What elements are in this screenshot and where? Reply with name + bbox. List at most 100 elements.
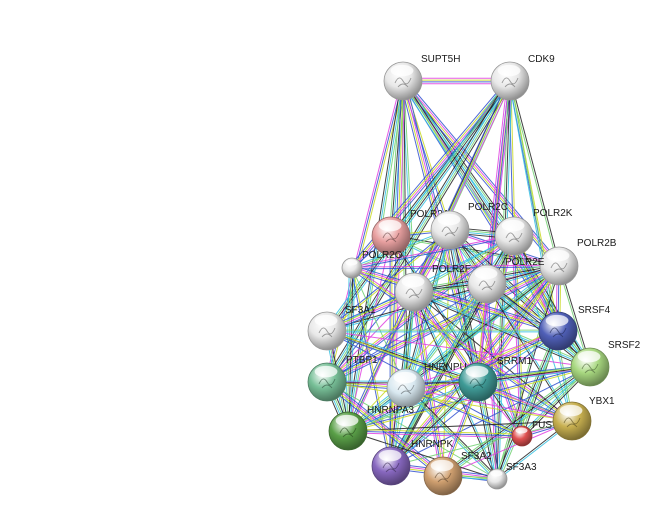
edge-polr2g-hnrnpa3 bbox=[346, 267, 352, 431]
edge-ptbp1-ybx1 bbox=[326, 381, 573, 422]
edge-cdk9-ybx1 bbox=[510, 80, 574, 421]
edge-polr2b-ptbp1 bbox=[327, 266, 560, 384]
node-highlight bbox=[501, 219, 525, 232]
node-label: HNRNPK bbox=[411, 439, 454, 450]
edge-hnrnpa3-fus bbox=[347, 432, 522, 439]
edge-polr2g-hnrnpa3 bbox=[350, 268, 356, 432]
edge-srsf4-sf3a3 bbox=[497, 331, 560, 480]
node-label: SF3A2 bbox=[461, 451, 492, 462]
edge-cdk9-sf3a1 bbox=[328, 82, 513, 333]
node-ptbp1[interactable]: PTBP1 bbox=[307, 355, 378, 402]
node-hnrnpu[interactable]: HNRNPU bbox=[386, 362, 467, 408]
node-highlight bbox=[515, 427, 528, 434]
edge-srrm1-hnrnpa3 bbox=[348, 382, 479, 433]
edge-ybx1-hnrnpk bbox=[390, 420, 573, 467]
edge-srrm1-hnrnpk bbox=[390, 381, 479, 467]
edge-supt5h-hnrnpa3 bbox=[347, 80, 404, 432]
node-highlight bbox=[390, 64, 414, 77]
node-highlight bbox=[378, 219, 402, 232]
edge-polr2f-srsf2 bbox=[413, 291, 591, 368]
edge-ptbp1-sf3a3 bbox=[326, 381, 498, 480]
edge-cdk9-polr2b bbox=[510, 80, 561, 266]
node-srsf4[interactable]: SRSF4 bbox=[538, 305, 611, 351]
node-highlight bbox=[577, 350, 601, 363]
node-label: SF3A3 bbox=[506, 462, 537, 473]
node-supt5h[interactable]: SUPT5H bbox=[383, 54, 460, 101]
edge-polr2e-ptbp1 bbox=[326, 283, 488, 383]
structure-thumbnail-icon bbox=[441, 226, 459, 237]
node-polr2c[interactable]: POLR2C bbox=[430, 202, 508, 250]
node-label: POLR2E bbox=[505, 257, 545, 268]
node-label: POLR2A bbox=[410, 209, 450, 220]
node-label: YBX1 bbox=[589, 396, 615, 407]
node-label: HNRNPA3 bbox=[367, 405, 414, 416]
node-highlight bbox=[345, 259, 358, 266]
node-srsf2[interactable]: SRSF2 bbox=[570, 340, 641, 387]
edge-polr2e-srsf2 bbox=[484, 285, 589, 370]
node-polr2k[interactable]: POLR2K bbox=[494, 208, 573, 256]
edge-srsf4-sf3a3 bbox=[499, 331, 561, 481]
node-highlight bbox=[378, 449, 402, 462]
node-highlight bbox=[497, 64, 521, 77]
edge-ybx1-hnrnpa3 bbox=[347, 420, 573, 432]
edge-supt5h-hnrnpa3 bbox=[349, 81, 406, 432]
edge-polr2f-sf3a3 bbox=[414, 291, 499, 479]
node-label: POLR2K bbox=[533, 208, 573, 219]
node-highlight bbox=[474, 267, 498, 280]
edge-hnrnpa3-fus bbox=[348, 428, 523, 435]
edge-polr2b-polr2g bbox=[352, 266, 560, 270]
node-highlight bbox=[490, 470, 503, 477]
node-polr2f[interactable]: POLR2F bbox=[394, 264, 471, 312]
node-hnrnpk[interactable]: HNRNPK bbox=[371, 439, 454, 486]
node-cdk9[interactable]: CDK9 bbox=[490, 54, 555, 101]
node-srrm1[interactable]: SRRM1 bbox=[458, 356, 532, 402]
edge-polr2f-hnrnpa3 bbox=[347, 291, 415, 432]
edge-ptbp1-sf3a2 bbox=[327, 380, 444, 476]
node-polr2a[interactable]: POLR2A bbox=[371, 209, 450, 256]
node-highlight bbox=[465, 365, 489, 378]
structure-thumbnail-icon bbox=[469, 378, 487, 389]
edge-polr2k-srsf2 bbox=[513, 235, 591, 368]
edge-cdk9-ptbp1 bbox=[328, 82, 513, 384]
structure-thumbnail-icon bbox=[550, 262, 568, 273]
node-sf3a3[interactable]: SF3A3 bbox=[486, 462, 537, 490]
node-highlight bbox=[545, 314, 569, 327]
structure-thumbnail-icon bbox=[581, 363, 599, 374]
edge-srsf2-sf3a2 bbox=[442, 365, 590, 476]
node-highlight bbox=[393, 371, 417, 384]
node-polr2g[interactable]: POLR2G bbox=[341, 250, 403, 279]
edge-polr2g-hnrnpk bbox=[350, 268, 391, 467]
edge-srrm1-hnrnpk bbox=[389, 380, 478, 466]
node-label: POLR2B bbox=[577, 238, 617, 249]
edge-hnrnpa3-fus bbox=[347, 430, 523, 437]
node-sf3a2[interactable]: SF3A2 bbox=[423, 451, 492, 496]
edge-polr2f-ybx1 bbox=[413, 291, 573, 422]
node-highlight bbox=[314, 314, 338, 327]
edge-srsf4-hnrnpa3 bbox=[348, 331, 559, 433]
structure-thumbnail-icon bbox=[397, 384, 415, 395]
node-ybx1[interactable]: YBX1 bbox=[552, 396, 615, 441]
edge-cdk9-polr2k bbox=[510, 80, 516, 236]
edge-supt5h-hnrnpa3 bbox=[345, 80, 402, 431]
edge-polr2f-srsf2 bbox=[414, 289, 591, 366]
edge-polr2a-fus bbox=[389, 236, 522, 437]
edge-cdk9-ybx1 bbox=[508, 81, 572, 422]
node-fus[interactable]: FUS bbox=[511, 420, 552, 447]
edge-hnrnpa3-sf3a3 bbox=[347, 430, 498, 480]
node-label: POLR2C bbox=[468, 202, 508, 213]
edge-polr2g-srsf4 bbox=[351, 268, 558, 333]
node-polr2e[interactable]: POLR2E bbox=[467, 257, 545, 304]
node-polr2b[interactable]: POLR2B bbox=[539, 238, 617, 286]
node-label: PTBP1 bbox=[346, 355, 378, 366]
structure-thumbnail-icon bbox=[339, 427, 357, 438]
edge-polr2e-ybx1 bbox=[485, 284, 572, 422]
node-hnrnpa3[interactable]: HNRNPA3 bbox=[328, 405, 414, 451]
structure-thumbnail-icon bbox=[563, 417, 581, 428]
structure-thumbnail-icon bbox=[478, 280, 496, 291]
node-sf3a1[interactable]: SF3A1 bbox=[307, 305, 376, 351]
edge-polr2b-sf3a1 bbox=[327, 266, 560, 333]
edge-cdk9-ptbp1 bbox=[325, 80, 510, 382]
structure-thumbnail-icon bbox=[382, 462, 400, 473]
